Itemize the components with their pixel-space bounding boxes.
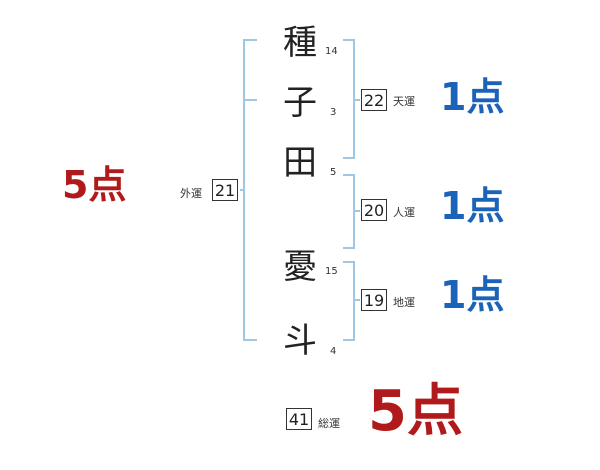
ten-bracket — [343, 39, 355, 159]
ten-label: 天運 — [393, 95, 415, 108]
so-label: 総運 — [318, 417, 340, 430]
stroke-count-2: 3 — [330, 107, 337, 118]
name-char-4: 憂 — [283, 247, 317, 287]
stroke-count-1: 14 — [325, 46, 338, 57]
gai-label: 外運 — [180, 187, 202, 200]
ten-value-box: 22 — [361, 89, 387, 111]
jin-score: 1点 — [440, 184, 505, 228]
stroke-count-3: 5 — [330, 167, 337, 178]
outer-bracket — [243, 39, 257, 341]
name-char-5: 斗 — [283, 321, 317, 361]
ten-score: 1点 — [440, 75, 505, 119]
jin-value-box: 20 — [361, 199, 387, 221]
jin-bracket — [343, 174, 355, 249]
chi-score: 1点 — [440, 273, 505, 317]
so-value-box: 41 — [286, 408, 312, 430]
chi-value-box: 19 — [361, 289, 387, 311]
chi-label: 地運 — [393, 296, 415, 309]
stroke-count-4: 15 — [325, 266, 338, 277]
stroke-count-5: 4 — [330, 346, 337, 357]
chi-bracket — [343, 261, 355, 341]
name-char-2: 子 — [283, 83, 317, 123]
gai-score: 5点 — [62, 163, 127, 207]
name-char-3: 田 — [283, 143, 317, 183]
jin-label: 人運 — [393, 206, 415, 219]
name-char-1: 種 — [283, 23, 317, 63]
so-score: 5点 — [368, 379, 463, 444]
gai-value-box: 21 — [212, 179, 238, 201]
